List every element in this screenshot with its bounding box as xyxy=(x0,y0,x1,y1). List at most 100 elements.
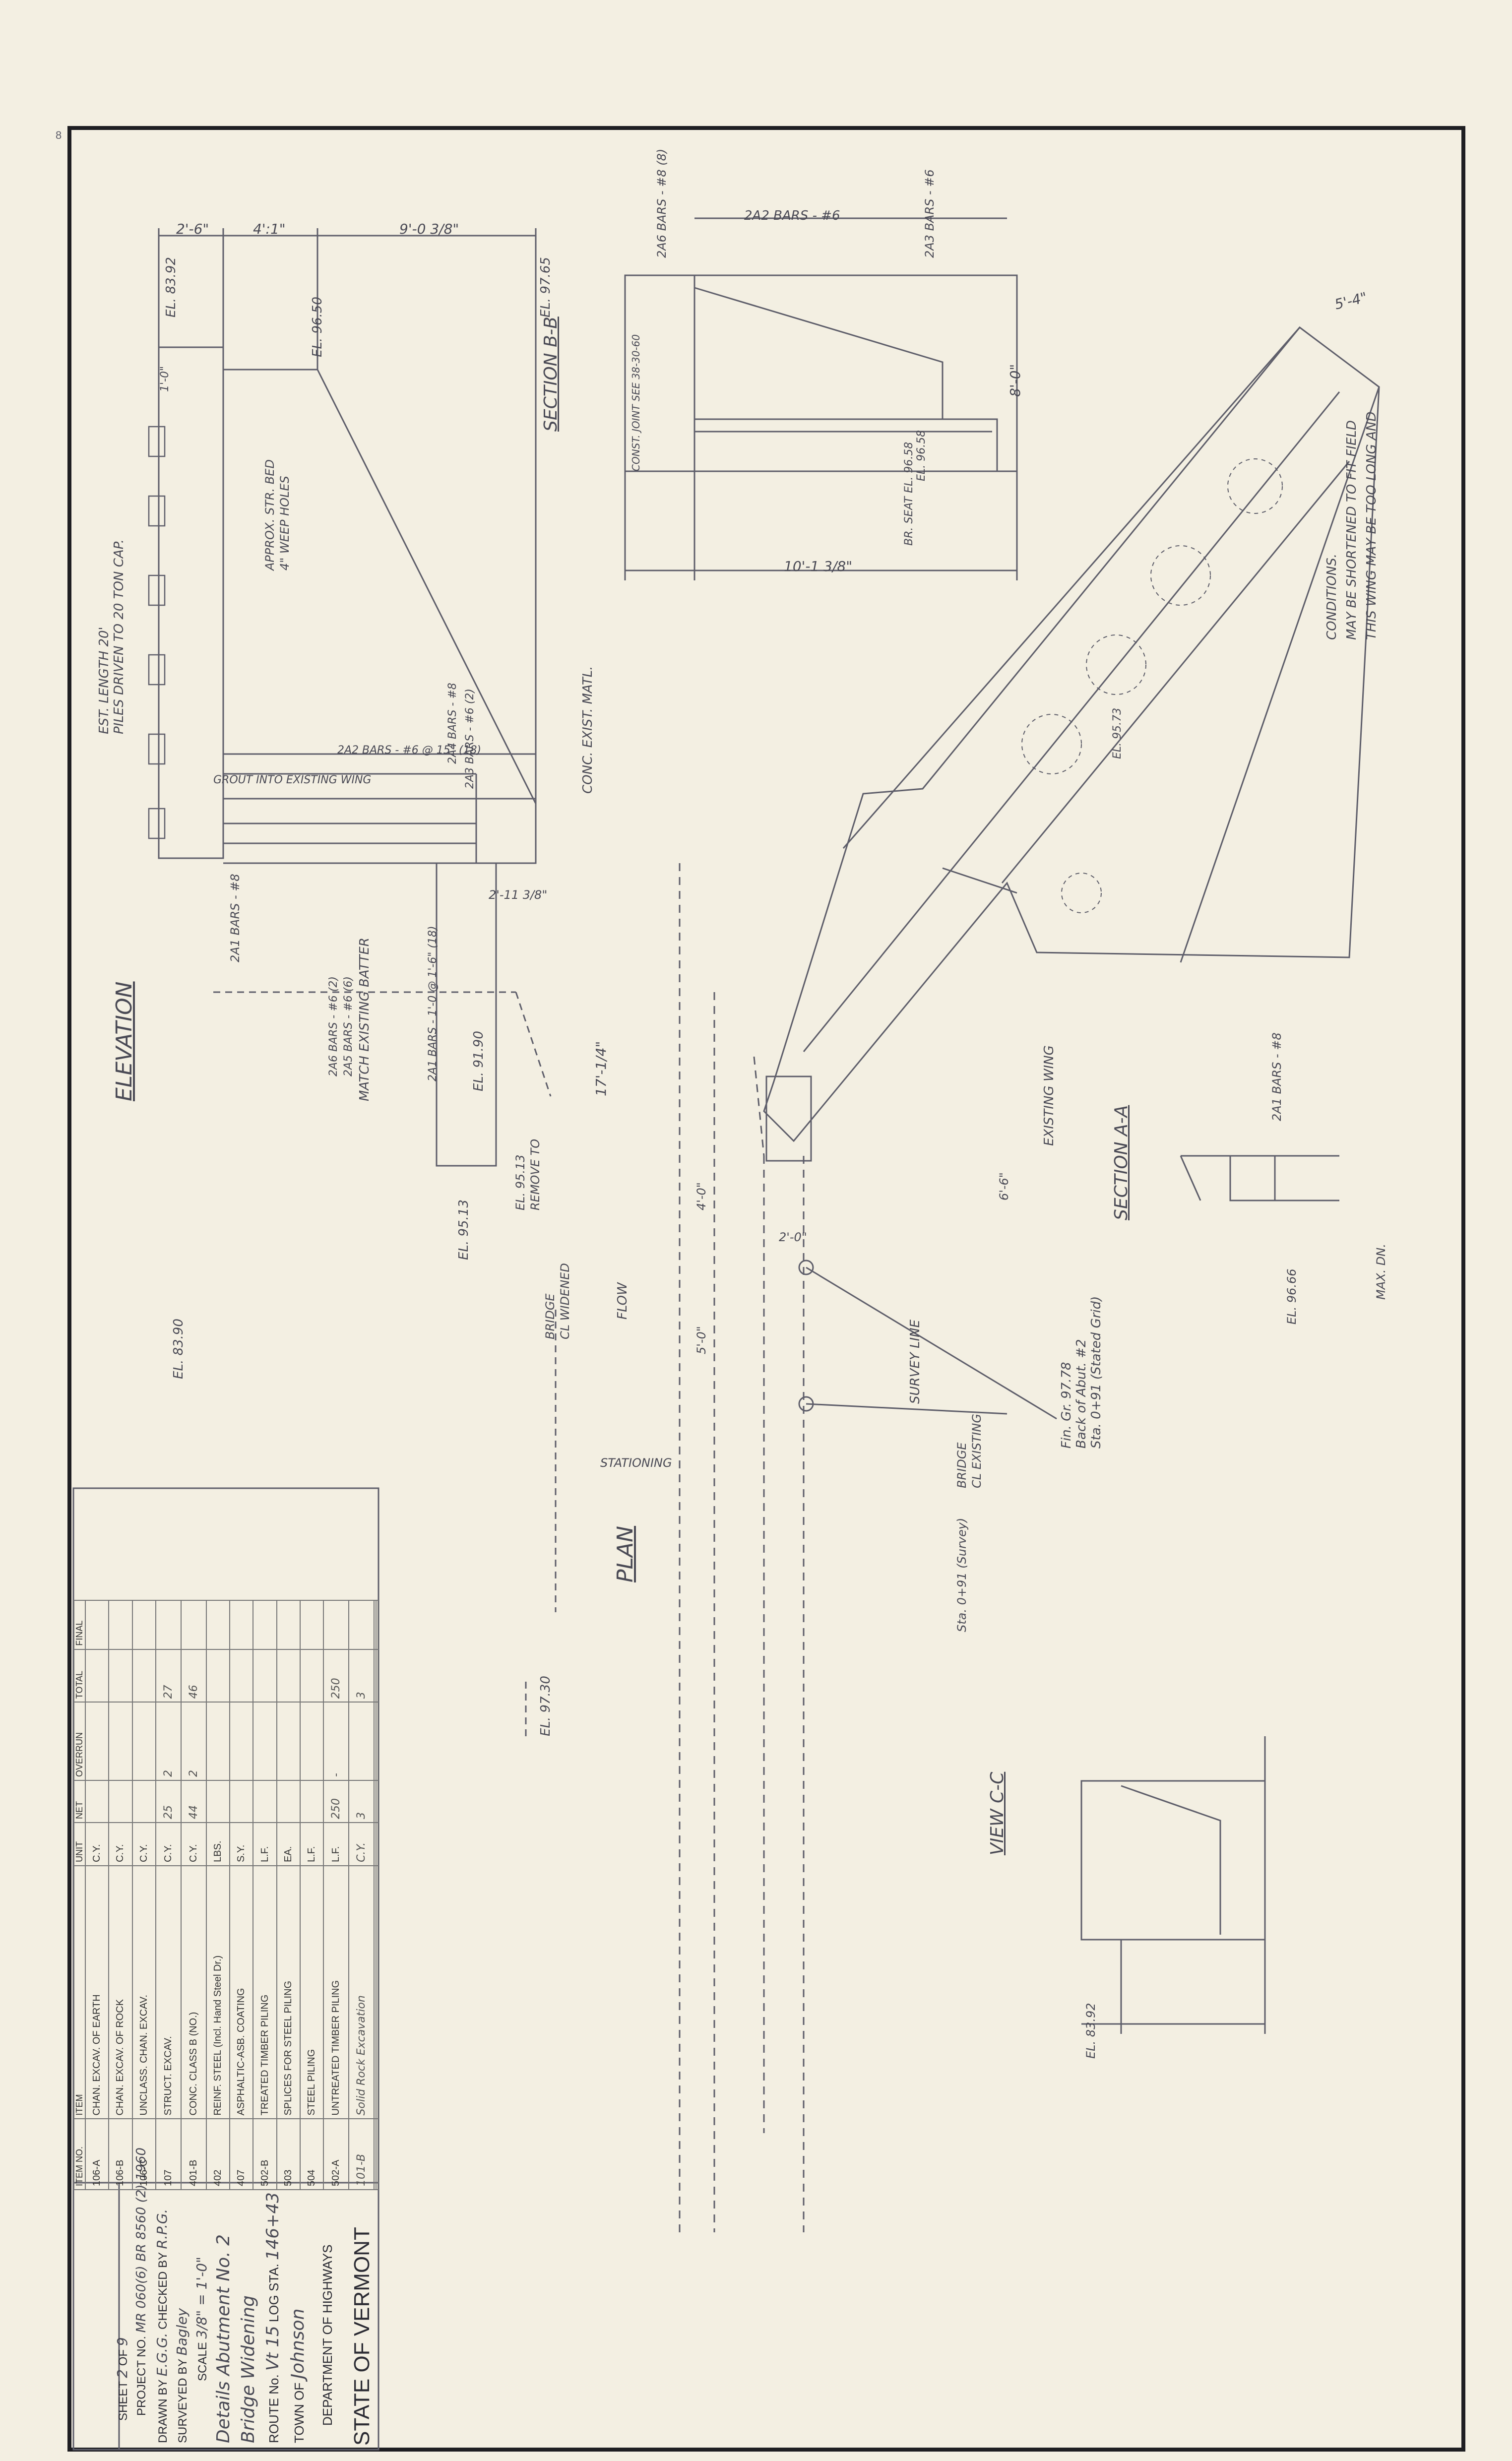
el-97-30: EL. 97.30 xyxy=(538,1676,553,1736)
table-cell: Solid Rock Excavation xyxy=(349,1865,375,2119)
table-cell: 502-B xyxy=(253,2119,277,2190)
dim-2-0: 2'-0" xyxy=(779,1230,807,1244)
table-cell: ASPHALTIC-ASB. COATING xyxy=(230,1865,253,2119)
table-cell: CONC. CLASS B (NO.) xyxy=(181,1865,206,2119)
route-label: ROUTE No. xyxy=(266,2374,281,2443)
max-dn-note: MAX. DN. xyxy=(1374,1244,1388,1300)
table-cell xyxy=(300,1649,324,1703)
col-header: ITEM NO. xyxy=(74,2119,85,2190)
plan-title: PLAN xyxy=(613,1525,638,1582)
table-cell xyxy=(300,1780,324,1823)
sta-note-1: Sta. 0+91 (Stated Grid) xyxy=(1089,1296,1104,1449)
bar-callout: 2A3 BARS - #6 xyxy=(923,169,937,258)
sta-survey-note: Sta. 0+91 (Survey) xyxy=(955,1517,969,1632)
table-cell xyxy=(109,1649,132,1703)
view-cc-view xyxy=(1080,1736,1266,2034)
bar-callout: 2A6 BARS - #8 (8) xyxy=(655,148,669,258)
stationing-note: STATIONING xyxy=(600,1456,672,1470)
table-cell: 504 xyxy=(300,2119,324,2190)
table-cell: 107 xyxy=(155,2119,181,2190)
town-row: TOWN OF Johnson xyxy=(288,2309,308,2443)
col-header: OVERRUN xyxy=(74,1702,85,1781)
wing-note-3: CONDITIONS. xyxy=(1324,554,1339,640)
table-cell xyxy=(276,1702,300,1781)
bar-callout: 2A1 BARS - 1'-0 @ 1'-6" (18) xyxy=(427,926,439,1081)
table-cell xyxy=(230,1780,253,1823)
table-cell xyxy=(206,1702,230,1781)
title-line-1: Bridge Widening xyxy=(238,2295,258,2443)
el-97-65: EL. 97.65 xyxy=(538,257,553,317)
dim-17-1: 17'-1/4" xyxy=(593,1041,609,1096)
bar-callout: 2A1 BARS - #8 xyxy=(228,874,242,962)
cl-existing-1: CL EXISTING xyxy=(970,1414,984,1488)
department-label: DEPARTMENT OF HIGHWAYS xyxy=(320,2244,335,2426)
checked-value: R.P.G. xyxy=(154,2209,170,2249)
table-cell: STEEL PILING xyxy=(300,1865,324,2119)
cl-widened-2: BRIDGE xyxy=(543,1293,557,1339)
sta-note-2: Back of Abut. #2 xyxy=(1074,1339,1089,1449)
el-95-73: EL. 95.73 xyxy=(1111,707,1124,759)
table-cell: C.Y. xyxy=(109,1822,132,1866)
wing-note-2: MAY BE SHORTENED TO FIT FIELD xyxy=(1344,420,1359,640)
table-cell: LBS. xyxy=(206,1822,230,1866)
table-cell xyxy=(181,1600,206,1649)
constr-joint-note: CONST. JOINT SEE 38-30-60 xyxy=(630,334,642,471)
elevation-title: ELEVATION xyxy=(112,981,137,1101)
table-cell xyxy=(376,1865,378,2119)
survey-line-note: SURVEY LINE xyxy=(908,1320,923,1404)
surveyed-label: SURVEYED BY xyxy=(176,2359,189,2443)
el-83-90: EL. 83.90 xyxy=(171,1319,186,1379)
el-83-92-b: EL. 83.92 xyxy=(1084,2003,1098,2059)
piles-note-2: EST. LENGTH 20' xyxy=(97,627,112,734)
el-95-13: EL. 95.13 xyxy=(456,1199,471,1260)
table-header-row: ITEM NO. ITEM UNIT NET OVERRUN TOTAL FIN… xyxy=(74,1600,85,2190)
table-cell: 106-C xyxy=(132,2119,156,2190)
section-aa-view xyxy=(1180,1155,1339,1201)
bar-callout: 2A2 BARS - #6 @ 15" (18) xyxy=(337,744,482,757)
table-cell: C.Y. xyxy=(155,1822,181,1866)
table-cell xyxy=(300,1702,324,1781)
sheet-border xyxy=(67,126,1465,2452)
col-header: TOTAL xyxy=(74,1649,85,1703)
table-cell: 3 xyxy=(349,1649,375,1703)
dim-10-1: 10'-1 3/8" xyxy=(784,558,853,574)
table-cell xyxy=(206,1780,230,1823)
table-cell: 2 xyxy=(181,1702,206,1781)
match-batter-note: MATCH EXISTING BATTER xyxy=(357,938,372,1101)
table-cell xyxy=(323,1600,349,1649)
table-cell: C.Y. xyxy=(181,1822,206,1866)
cl-widened-1: CL WIDENED xyxy=(558,1263,572,1339)
table-cell xyxy=(230,1649,253,1703)
table-cell: 402 xyxy=(206,2119,230,2190)
col-header: ITEM xyxy=(74,1865,85,2119)
piles-note-1: PILES DRIVEN TO 20 TON CAP. xyxy=(112,539,126,734)
table-cell xyxy=(132,1649,156,1703)
bar-callout: 2A4 BARS - #8 xyxy=(446,683,459,764)
table-cell: TREATED TIMBER PILING xyxy=(253,1865,277,2119)
table-cell: S.Y. xyxy=(230,1822,253,1866)
section-aa-title: SECTION A-A xyxy=(1111,1105,1132,1220)
table-cell: 25 xyxy=(155,1780,181,1823)
dim-1-0: 1'-0" xyxy=(159,366,171,392)
table-cell: C.Y. xyxy=(85,1822,109,1866)
col-header: FINAL xyxy=(74,1600,85,1649)
state-label: STATE OF VERMONT xyxy=(350,2227,374,2446)
br-seat-note: BR. SEAT EL. 96.58 xyxy=(903,442,915,546)
grout-note: GROUT INTO EXISTING WING xyxy=(213,774,372,786)
table-cell: STRUCT. EXCAV. xyxy=(155,1865,181,2119)
existing-wing-note: EXISTING WING xyxy=(1042,1045,1057,1146)
table-cell: SPLICES FOR STEEL PILING xyxy=(276,1865,300,2119)
table-cell xyxy=(276,1600,300,1649)
scale-row: SCALE 3/8" = 1'-0" xyxy=(193,2257,210,2381)
of-value: 9 xyxy=(114,2337,130,2346)
el-83-92: EL. 83.92 xyxy=(164,257,179,317)
